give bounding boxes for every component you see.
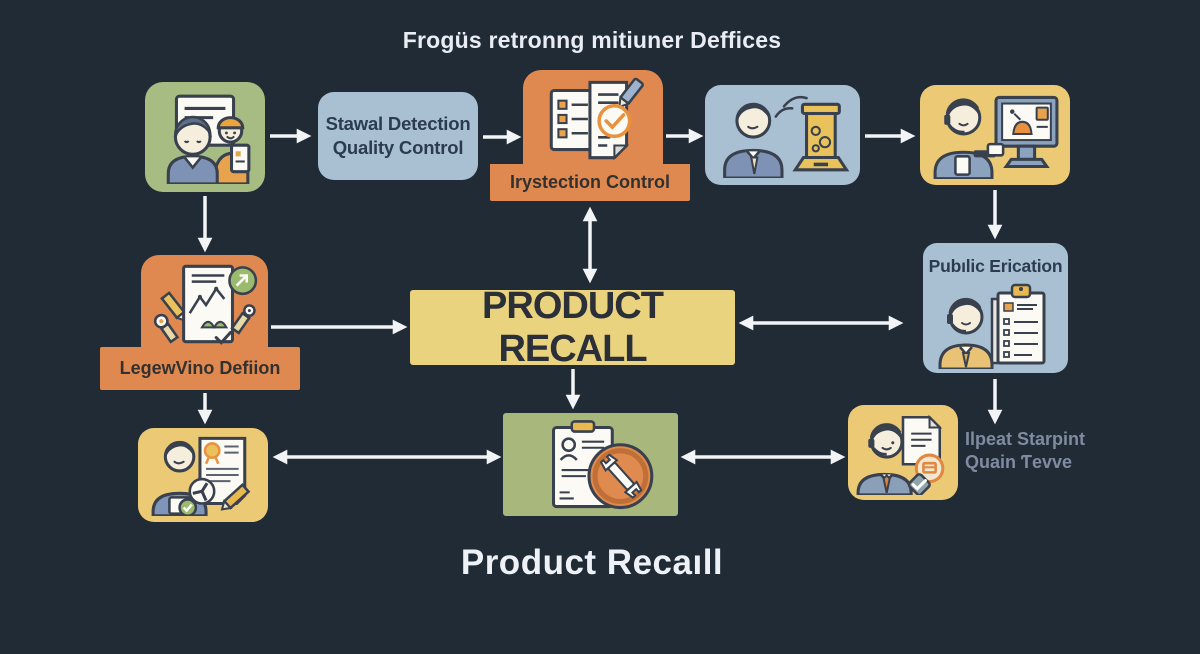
support-monitor-icon xyxy=(920,85,1070,185)
legew-label: LegewVino Defiion xyxy=(119,358,281,378)
node-testing xyxy=(705,85,860,185)
footer-title: Product Recaıll xyxy=(460,543,724,582)
announcer-clipboard-icon xyxy=(923,275,1068,371)
node-legew-defiion: LegewVino Defiion xyxy=(100,255,300,390)
report-analysis-icon xyxy=(141,255,268,352)
team-inspectors-icon xyxy=(145,82,265,192)
documents-check-icon xyxy=(523,70,663,168)
node-banned-product xyxy=(503,413,678,516)
agent-caption-line2: Quain Ƭevve xyxy=(965,452,1073,472)
page-title: Frogüs retronng mitiuner Deffices xyxy=(402,27,782,53)
agent-caption: Ilpeat Starpint Quain Ƭevve xyxy=(965,428,1085,474)
node-team xyxy=(145,82,265,192)
stawal-label-line2: Quality Control xyxy=(332,137,464,158)
node-product-recall: PRODUCT RECALL xyxy=(410,285,735,370)
inspection-label: Irystection Control xyxy=(509,172,670,192)
product-recall-label: PRODUCT RECALL xyxy=(482,284,664,370)
stawal-label-line1: Stawal Detection xyxy=(325,113,471,134)
node-inspection-control: Irystection Control xyxy=(490,70,690,201)
public-erication-label: Pubılic Erication xyxy=(928,256,1063,276)
agent-caption-line1: Ilpeat Starpint xyxy=(965,429,1086,449)
certified-document-icon xyxy=(138,428,268,522)
node-certify-document xyxy=(138,428,268,522)
banned-clipboard-icon xyxy=(503,413,678,516)
node-alert-monitoring xyxy=(920,85,1070,185)
node-agent-review xyxy=(848,405,958,500)
lab-machine-icon xyxy=(705,85,860,185)
node-stawal-detection: Stawal Detection Quality Control xyxy=(318,92,478,180)
agent-verified-icon xyxy=(848,405,958,500)
node-public-erication: Pubılic Erication xyxy=(923,243,1068,373)
